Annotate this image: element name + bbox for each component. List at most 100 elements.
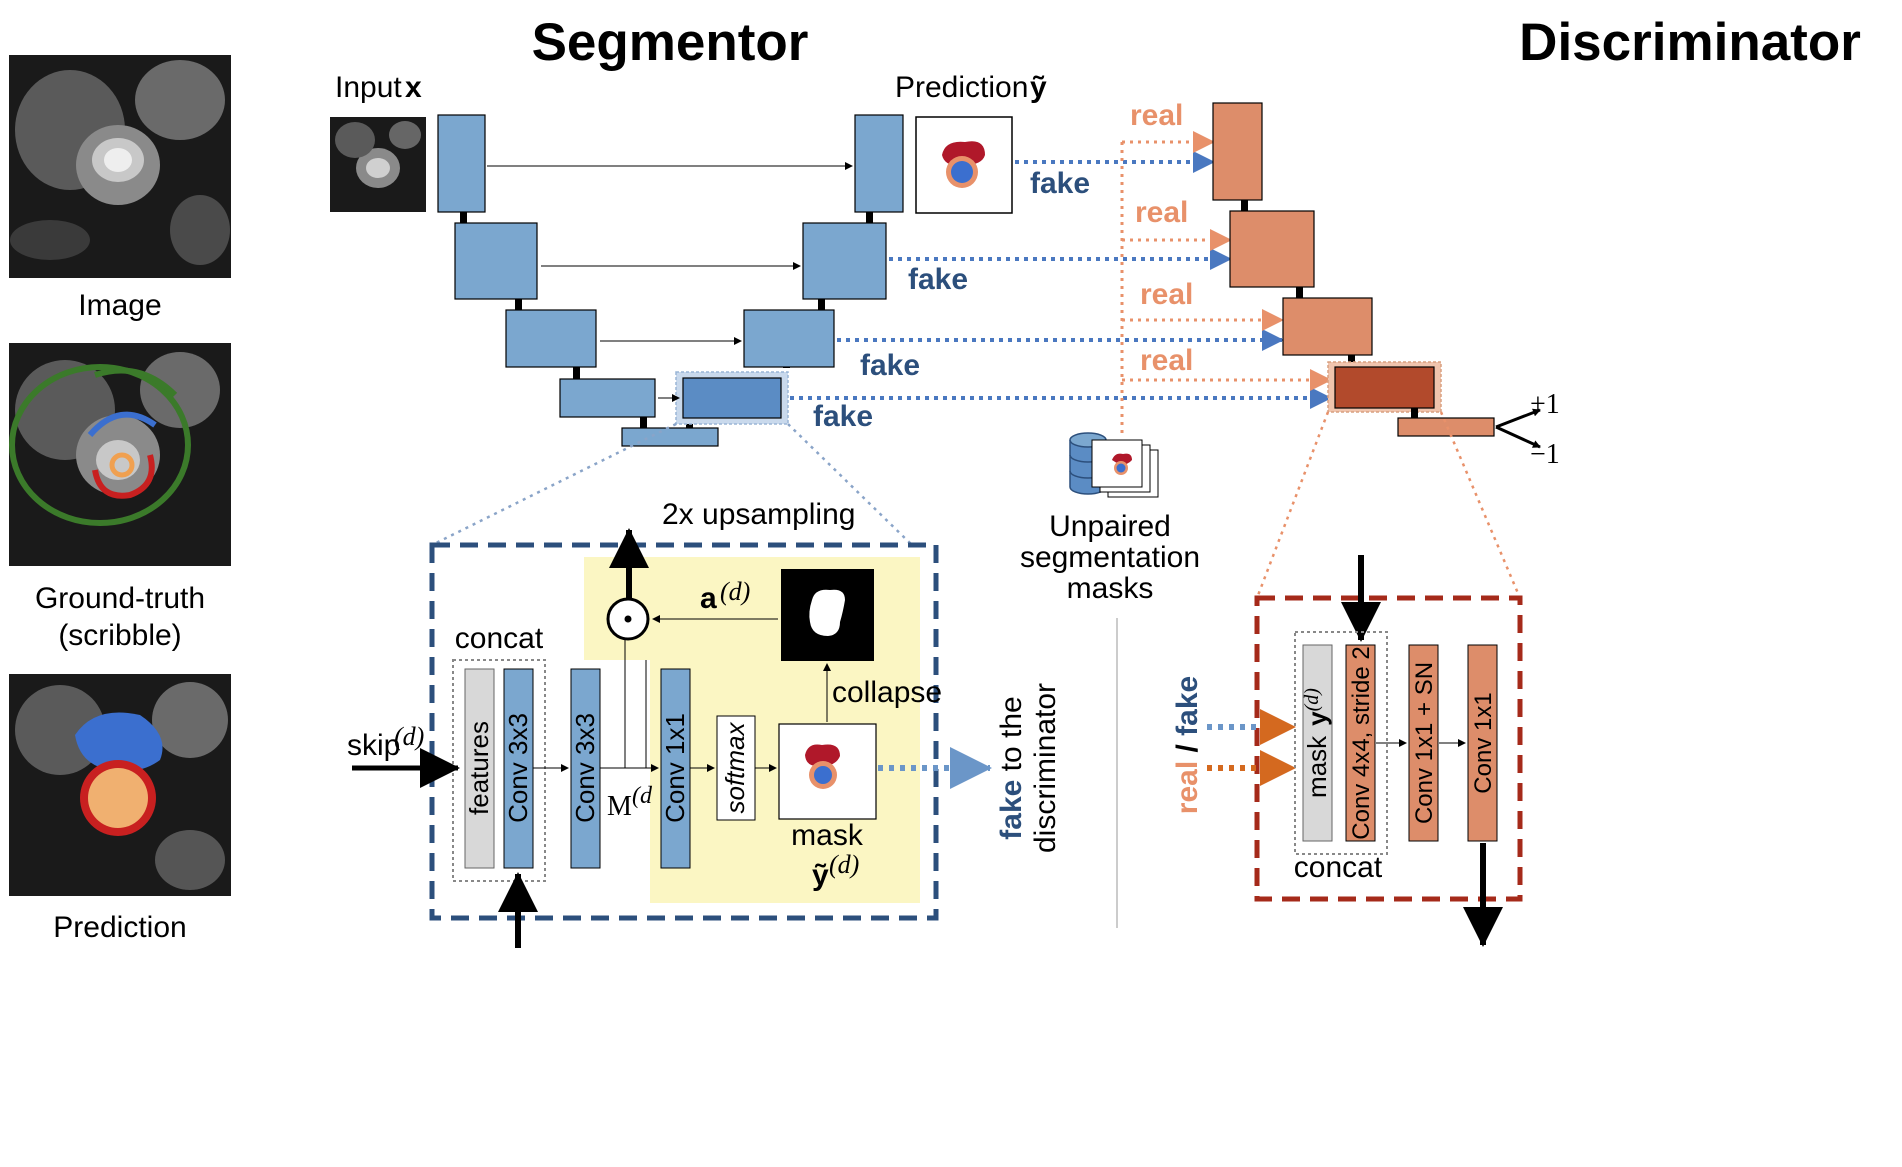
mask-label: mask <box>791 819 864 852</box>
ground-truth-label-2: (scribble) <box>58 619 181 652</box>
disc-block-3 <box>1282 297 1373 356</box>
connector <box>460 212 467 223</box>
disc-zoom-line-left <box>1255 411 1330 599</box>
connector <box>1296 287 1303 298</box>
conv3x3-label-a: Conv 3x3 <box>503 713 533 823</box>
features-label: features <box>464 721 494 815</box>
disc-zoom-line-right <box>1439 411 1522 599</box>
zoom-line-left <box>431 422 677 547</box>
fake-to-disc-line1: fake to the <box>995 696 1028 839</box>
mask-prediction-image <box>778 723 877 820</box>
decoder-block-1 <box>854 114 904 213</box>
attention-symbol: a <box>700 582 717 615</box>
conv3x3-block-b <box>570 668 601 869</box>
disc-conv1x1-block <box>1467 644 1498 842</box>
unpaired-label-1: Unpaired <box>1049 510 1171 543</box>
conv1x1-sn-label: Conv 1x1 + SN <box>1411 662 1438 824</box>
collapse-label: collapse <box>832 676 942 709</box>
elementwise-product-dot <box>624 615 632 623</box>
input-symbol: x <box>405 71 422 104</box>
encoder-block-1 <box>437 114 486 213</box>
disc-conv1x1-label: Conv 1x1 <box>1470 692 1497 793</box>
fake-to-disc-line2: discriminator <box>1029 683 1062 853</box>
conv3x3-block-a <box>503 668 534 869</box>
decoder-block-4 <box>682 377 782 419</box>
skip-label: skip <box>347 729 400 762</box>
input-label: Input <box>335 71 402 104</box>
real-fake-label: real / fake <box>1171 676 1204 814</box>
conv1x1-sn-block <box>1408 644 1439 842</box>
fake-label-3: fake <box>860 349 920 382</box>
decoder-block-3 <box>743 309 835 368</box>
output-arrow-neg <box>1495 425 1541 449</box>
connector <box>573 367 580 379</box>
output-arrow-pos <box>1495 408 1541 429</box>
disc-mask-superscript: (d) <box>1301 688 1323 712</box>
prediction-output-symbol: ỹ <box>1030 71 1047 104</box>
collapsed-mask-image <box>781 569 874 661</box>
real-label-3: real <box>1140 278 1193 311</box>
softmax-label: softmax <box>720 721 750 813</box>
softmax-block <box>716 715 756 821</box>
skip-superscript: (d) <box>394 722 424 751</box>
connector <box>866 212 873 223</box>
real-word: real <box>1171 761 1204 814</box>
disc-mask-symbol: y <box>1302 711 1332 726</box>
encoder-block-4 <box>559 378 656 418</box>
conv4x4-block <box>1345 644 1376 842</box>
fake-label-4: fake <box>813 400 873 433</box>
disc-block-1 <box>1212 102 1263 201</box>
ground-truth-label-1: Ground-truth <box>35 582 205 615</box>
disc-block-4 <box>1334 366 1435 409</box>
conv3x3-label-b: Conv 3x3 <box>570 713 600 823</box>
conv1x1-label: Conv 1x1 <box>660 713 690 823</box>
unpaired-label-2: segmentation <box>1020 541 1200 574</box>
mask-symbol: ỹ <box>812 859 829 892</box>
connector <box>1348 355 1355 365</box>
output-neg-label: −1 <box>1530 439 1560 470</box>
segmentor-title: Segmentor <box>532 13 809 72</box>
real-label-1: real <box>1130 99 1183 132</box>
disc-output-block <box>1397 417 1495 437</box>
slash-text: / <box>1171 736 1204 761</box>
disc-mask-block <box>1302 644 1333 842</box>
segmentor-detail-box <box>429 542 939 921</box>
concat-label: concat <box>455 622 544 655</box>
bottleneck-block <box>621 427 719 447</box>
fake-word: fake <box>1171 676 1204 736</box>
mri-image <box>9 55 231 278</box>
disc-mask-label: mask y(d) <box>1301 688 1332 798</box>
encoder-block-3 <box>505 309 597 368</box>
prediction-label: Prediction <box>53 911 186 944</box>
ground-truth-scribble-image <box>9 343 231 566</box>
mask-superscript: (d) <box>829 850 859 879</box>
prediction-output-label: Prediction <box>895 71 1028 104</box>
fake-label-2: fake <box>908 263 968 296</box>
decoder-block-2 <box>802 222 887 300</box>
conv4x4-label: Conv 4x4, stride 2 <box>1348 646 1375 839</box>
m-symbol: M <box>607 791 632 822</box>
fake-label-1: fake <box>1030 167 1090 200</box>
input-thumbnail <box>330 117 426 212</box>
disc-mask-word: mask <box>1302 735 1332 798</box>
prediction-image <box>9 674 231 896</box>
disc-block-2 <box>1229 210 1315 288</box>
to-the-text: to the <box>995 696 1028 779</box>
connector <box>515 299 522 310</box>
fake-word: fake <box>995 780 1028 840</box>
mask-stack-icon <box>1091 439 1159 498</box>
connector <box>640 417 647 428</box>
connector <box>818 299 825 310</box>
output-pos-label: +1 <box>1530 389 1560 420</box>
encoder-block-2 <box>454 222 538 300</box>
connector <box>1241 200 1248 211</box>
unpaired-label-3: masks <box>1067 572 1154 605</box>
disc-concat-box <box>1294 631 1388 855</box>
image-label: Image <box>78 289 161 322</box>
real-label-2: real <box>1135 196 1188 229</box>
m-superscript: (d <box>632 783 653 809</box>
conv1x1-block <box>660 668 691 869</box>
real-label-4: real <box>1140 344 1193 377</box>
zoom-line-right <box>787 423 913 546</box>
